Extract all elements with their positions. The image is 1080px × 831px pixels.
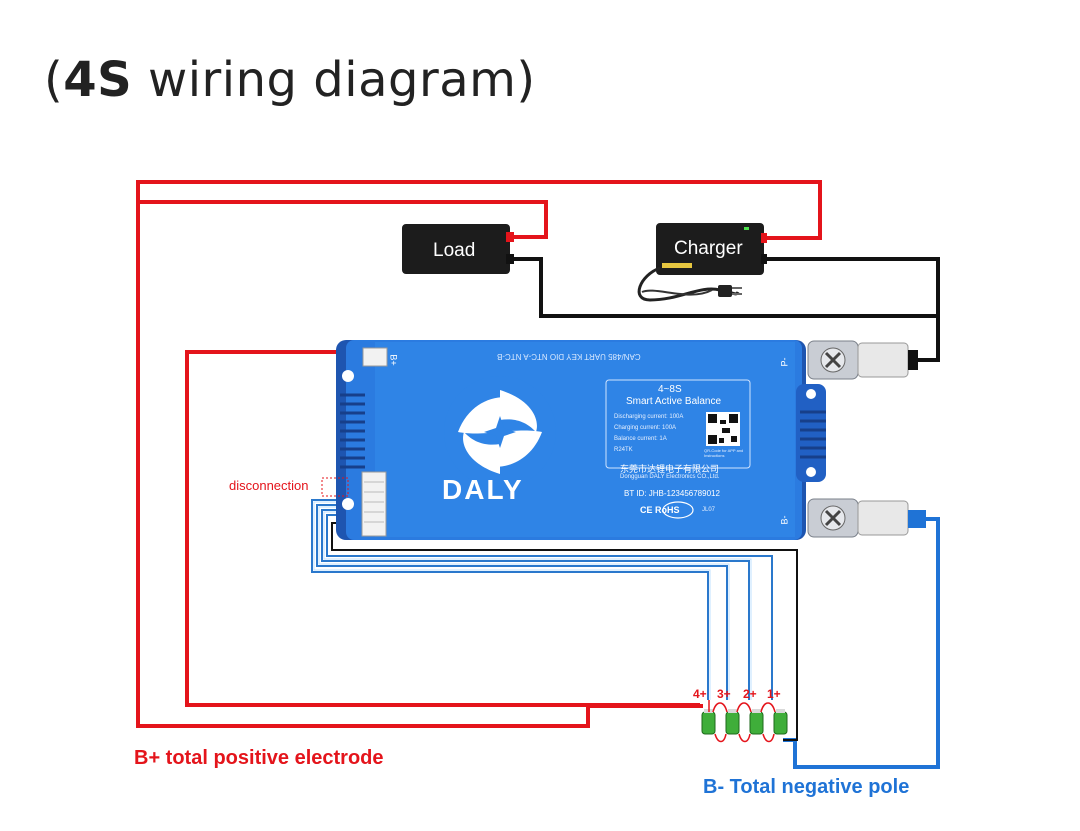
company-name-cn: 东莞市达锂电子有限公司: [620, 465, 720, 475]
page-title: (4S wiring diagram): [44, 52, 536, 108]
spec-line: R24TK: [614, 447, 633, 453]
load-negative-wire: [510, 257, 940, 362]
negative-pole-label: B- Total negative pole: [703, 776, 910, 798]
positive-wires: [136, 180, 822, 728]
spec-line: Balance current: 1A: [614, 436, 667, 442]
charger-positive-wire: [136, 180, 822, 728]
cell-label-3: 3+: [717, 687, 731, 701]
bminus-terminal-label: B-: [779, 515, 790, 525]
spec-label-panel: [605, 379, 751, 469]
charger-label: Charger: [674, 238, 743, 259]
sense-wire-1: [326, 514, 773, 700]
sense-wire-3: [316, 504, 728, 700]
spec-line: Discharging current: 100A: [614, 414, 684, 420]
sense-wires: [311, 499, 773, 700]
bminus-terminal: [807, 498, 926, 538]
ac-plug-icon: [718, 285, 732, 297]
pminus-terminal-label: P-: [779, 357, 790, 367]
company-name-en: Dongguan DALY Electronics CO.,Ltd.: [620, 474, 720, 480]
battery-cell: [749, 709, 764, 735]
load-box: [402, 224, 514, 274]
bms-model: 4~8S: [658, 384, 682, 395]
sense-connector: [361, 471, 387, 537]
bms-subtitle: Smart Active Balance: [626, 396, 722, 407]
battery-cells: [701, 700, 788, 743]
bms-code: JL07: [702, 507, 716, 513]
bminus-wire: [783, 517, 940, 769]
negative-load-wires: [510, 257, 940, 362]
qr-code-icon: [706, 412, 740, 446]
disconnection-label: disconnection: [229, 478, 309, 493]
bms-bplus-wire: [185, 350, 700, 707]
cell-links: [712, 702, 776, 743]
disconnection-marker: [321, 477, 349, 497]
charger-negative-wire: [763, 257, 940, 316]
qr-note: QR-Code for APP and Instructions: [704, 448, 744, 458]
rohs-mark: [662, 501, 694, 519]
cell-label-2: 2+: [743, 687, 757, 701]
positive-electrode-label: B+ total positive electrode: [134, 747, 384, 769]
battery-cell: [725, 709, 740, 735]
port-labels: CAN/485 UART KEY DIO NTC-A NTC-B: [497, 352, 641, 361]
cell-label-4: 4+: [693, 687, 707, 701]
spec-line: Charging current: 100A: [614, 425, 677, 431]
load-positive-wire: [138, 200, 548, 239]
sense-wire-4: [311, 499, 709, 700]
battery-cell: [701, 709, 716, 735]
daly-logo-icon: [444, 376, 556, 488]
pminus-terminal: [807, 340, 918, 380]
brand-name: DALY: [442, 474, 524, 505]
bplus-connector: [362, 347, 388, 367]
charger-box: [637, 223, 767, 302]
bms-board: [336, 340, 826, 540]
bt-id: BT ID: JHB-123456789012: [624, 489, 720, 498]
cell-label-1: 1+: [767, 687, 781, 701]
bplus-terminal-label: B+: [388, 354, 399, 366]
cert-marks: CE RoHS: [640, 505, 680, 515]
load-label: Load: [433, 240, 476, 261]
battery-cell: [773, 709, 788, 735]
